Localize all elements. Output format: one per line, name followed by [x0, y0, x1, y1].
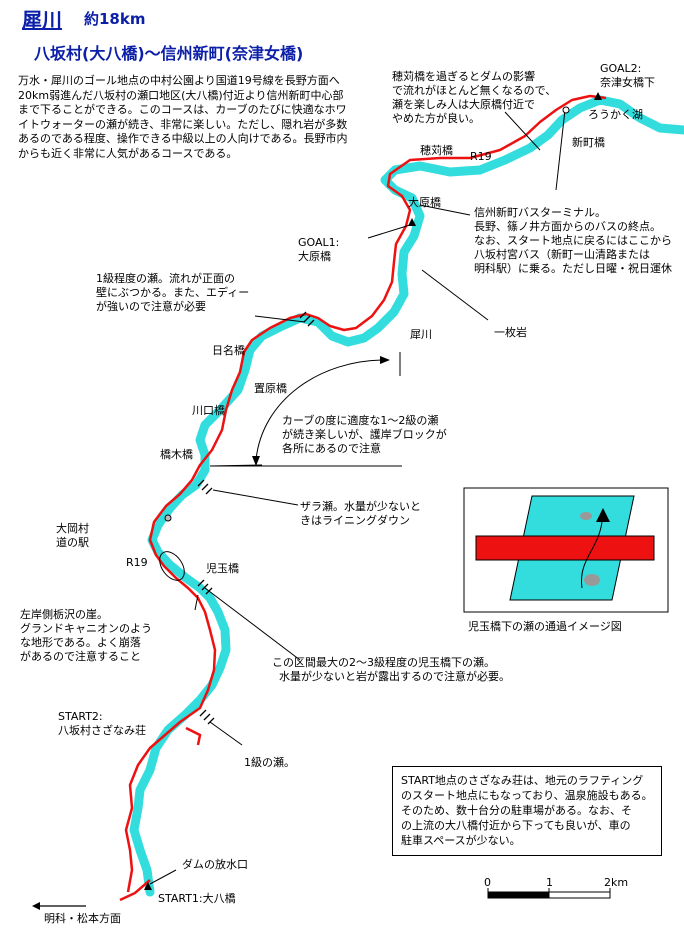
curve-arrow-head-top — [380, 356, 390, 364]
inset-arrowhead — [596, 508, 610, 522]
scale-bar — [487, 888, 611, 899]
scale-label-1: 1 — [546, 876, 553, 889]
label-kodama: 児玉橋 — [206, 562, 239, 575]
direction-arrow-head — [32, 902, 40, 910]
ooka-marker — [164, 514, 172, 522]
label-dam: ダムの放水口 — [182, 858, 248, 871]
scale-label-2km: 2km — [604, 876, 629, 889]
course-length: 約18km — [84, 10, 146, 28]
label-hashigi: 橋木橋 — [160, 448, 193, 461]
start-info-box: START地点のさざなみ荘は、地元のラフティング のスタート地点にもなっており、… — [392, 766, 662, 856]
note-kodama-rapid: この区間最大の2〜3級程度の児玉橋下の瀬。 水量が少ないと岩が露出するので注意が… — [272, 656, 510, 683]
inset-road — [475, 535, 655, 561]
label-saigawa: 犀川 — [410, 328, 432, 341]
road-stub-start — [119, 879, 151, 902]
curve-arrow-head — [252, 456, 260, 466]
label-start2: START2: 八坂村さざなみ荘 — [58, 710, 146, 737]
note-bus-terminal: 信州新町バスターミナル。 長野、篠ノ井方面からのバスの終点。 なお、スタート地点… — [474, 206, 672, 275]
rapid-marker-2 — [197, 479, 213, 495]
label-start1: START1:大八橋 — [158, 892, 236, 905]
note-rapid1: 1級程度の瀬。流れが正面の 壁にぶつかる。また、エディー が強いので注意が必要 — [96, 272, 250, 313]
note-zara: ザラ瀬。水量が少ないと きはライニングダウン — [300, 500, 421, 527]
map-title: 犀川 — [22, 8, 62, 32]
bus-terminal-marker — [562, 106, 570, 114]
label-direction: 明科・松本方面 — [44, 912, 121, 925]
scale-label-0: 0 — [484, 876, 491, 889]
road-stub-sazanami — [185, 726, 202, 746]
ohara-marker — [408, 218, 416, 226]
note-curves: カーブの度に適度な1〜2級の瀬 が続き楽しいが、護岸ブロックが 各所にあるので注… — [282, 414, 447, 455]
label-goal2: GOAL2: 奈津女橋下 — [600, 62, 655, 89]
label-shinmachi-bridge: 新町橋 — [572, 136, 605, 149]
inset-path — [581, 521, 603, 589]
inset-caption: 児玉橋下の瀬の通過イメージ図 — [468, 620, 622, 633]
label-r19-top: R19 — [470, 150, 492, 163]
kodama-highlight — [159, 551, 185, 581]
road-r19 — [124, 94, 607, 893]
route-subtitle: 八坂村(大八橋)〜信州新町(奈津女橋) — [34, 44, 304, 63]
label-ohara: 大原橋 — [408, 196, 441, 209]
leader-lines — [149, 111, 541, 885]
note-cliff: 左岸側栃沢の崖。 グランドキャニオンのよう な地形である。よく崩落 があるので注… — [20, 608, 152, 663]
goal2-marker — [594, 92, 602, 100]
rapid-marker-1 — [299, 311, 315, 327]
note-dam-warning: 穂苅橋を過ぎるとダムの影響 で流れがほとんど無くなるので、 瀬を楽しみ人は大原橋… — [392, 70, 557, 125]
label-ichimai: 一枚岩 — [494, 326, 527, 339]
rapid-marker-4 — [199, 709, 215, 725]
inset-rock — [584, 574, 600, 586]
label-r19-mid: R19 — [126, 556, 148, 569]
label-okihara: 置原橋 — [254, 382, 287, 395]
curve-arrow — [255, 359, 386, 461]
start-info-text: START地点のさざなみ荘は、地元のラフティング のスタート地点にもなっており、… — [401, 774, 653, 847]
road-stub-shinmachi — [555, 109, 566, 191]
label-hozumi: 穂苅橋 — [420, 144, 453, 157]
label-goal1: GOAL1: 大原橋 — [298, 236, 340, 263]
course-description: 万水・犀川のゴール地点の中村公園より国道19号線を長野方面へ20km弱進んだ八坂… — [18, 74, 348, 160]
label-rokaku: ろうかく湖 — [588, 108, 643, 121]
note-rapid-grade1: 1級の瀬。 — [244, 756, 295, 769]
label-hina: 日名橋 — [212, 344, 245, 357]
inset-rock-small — [580, 512, 592, 520]
label-ooka: 大岡村 道の駅 — [56, 522, 89, 549]
label-kawaguchi: 川口橋 — [192, 404, 225, 417]
start1-marker — [144, 882, 152, 890]
